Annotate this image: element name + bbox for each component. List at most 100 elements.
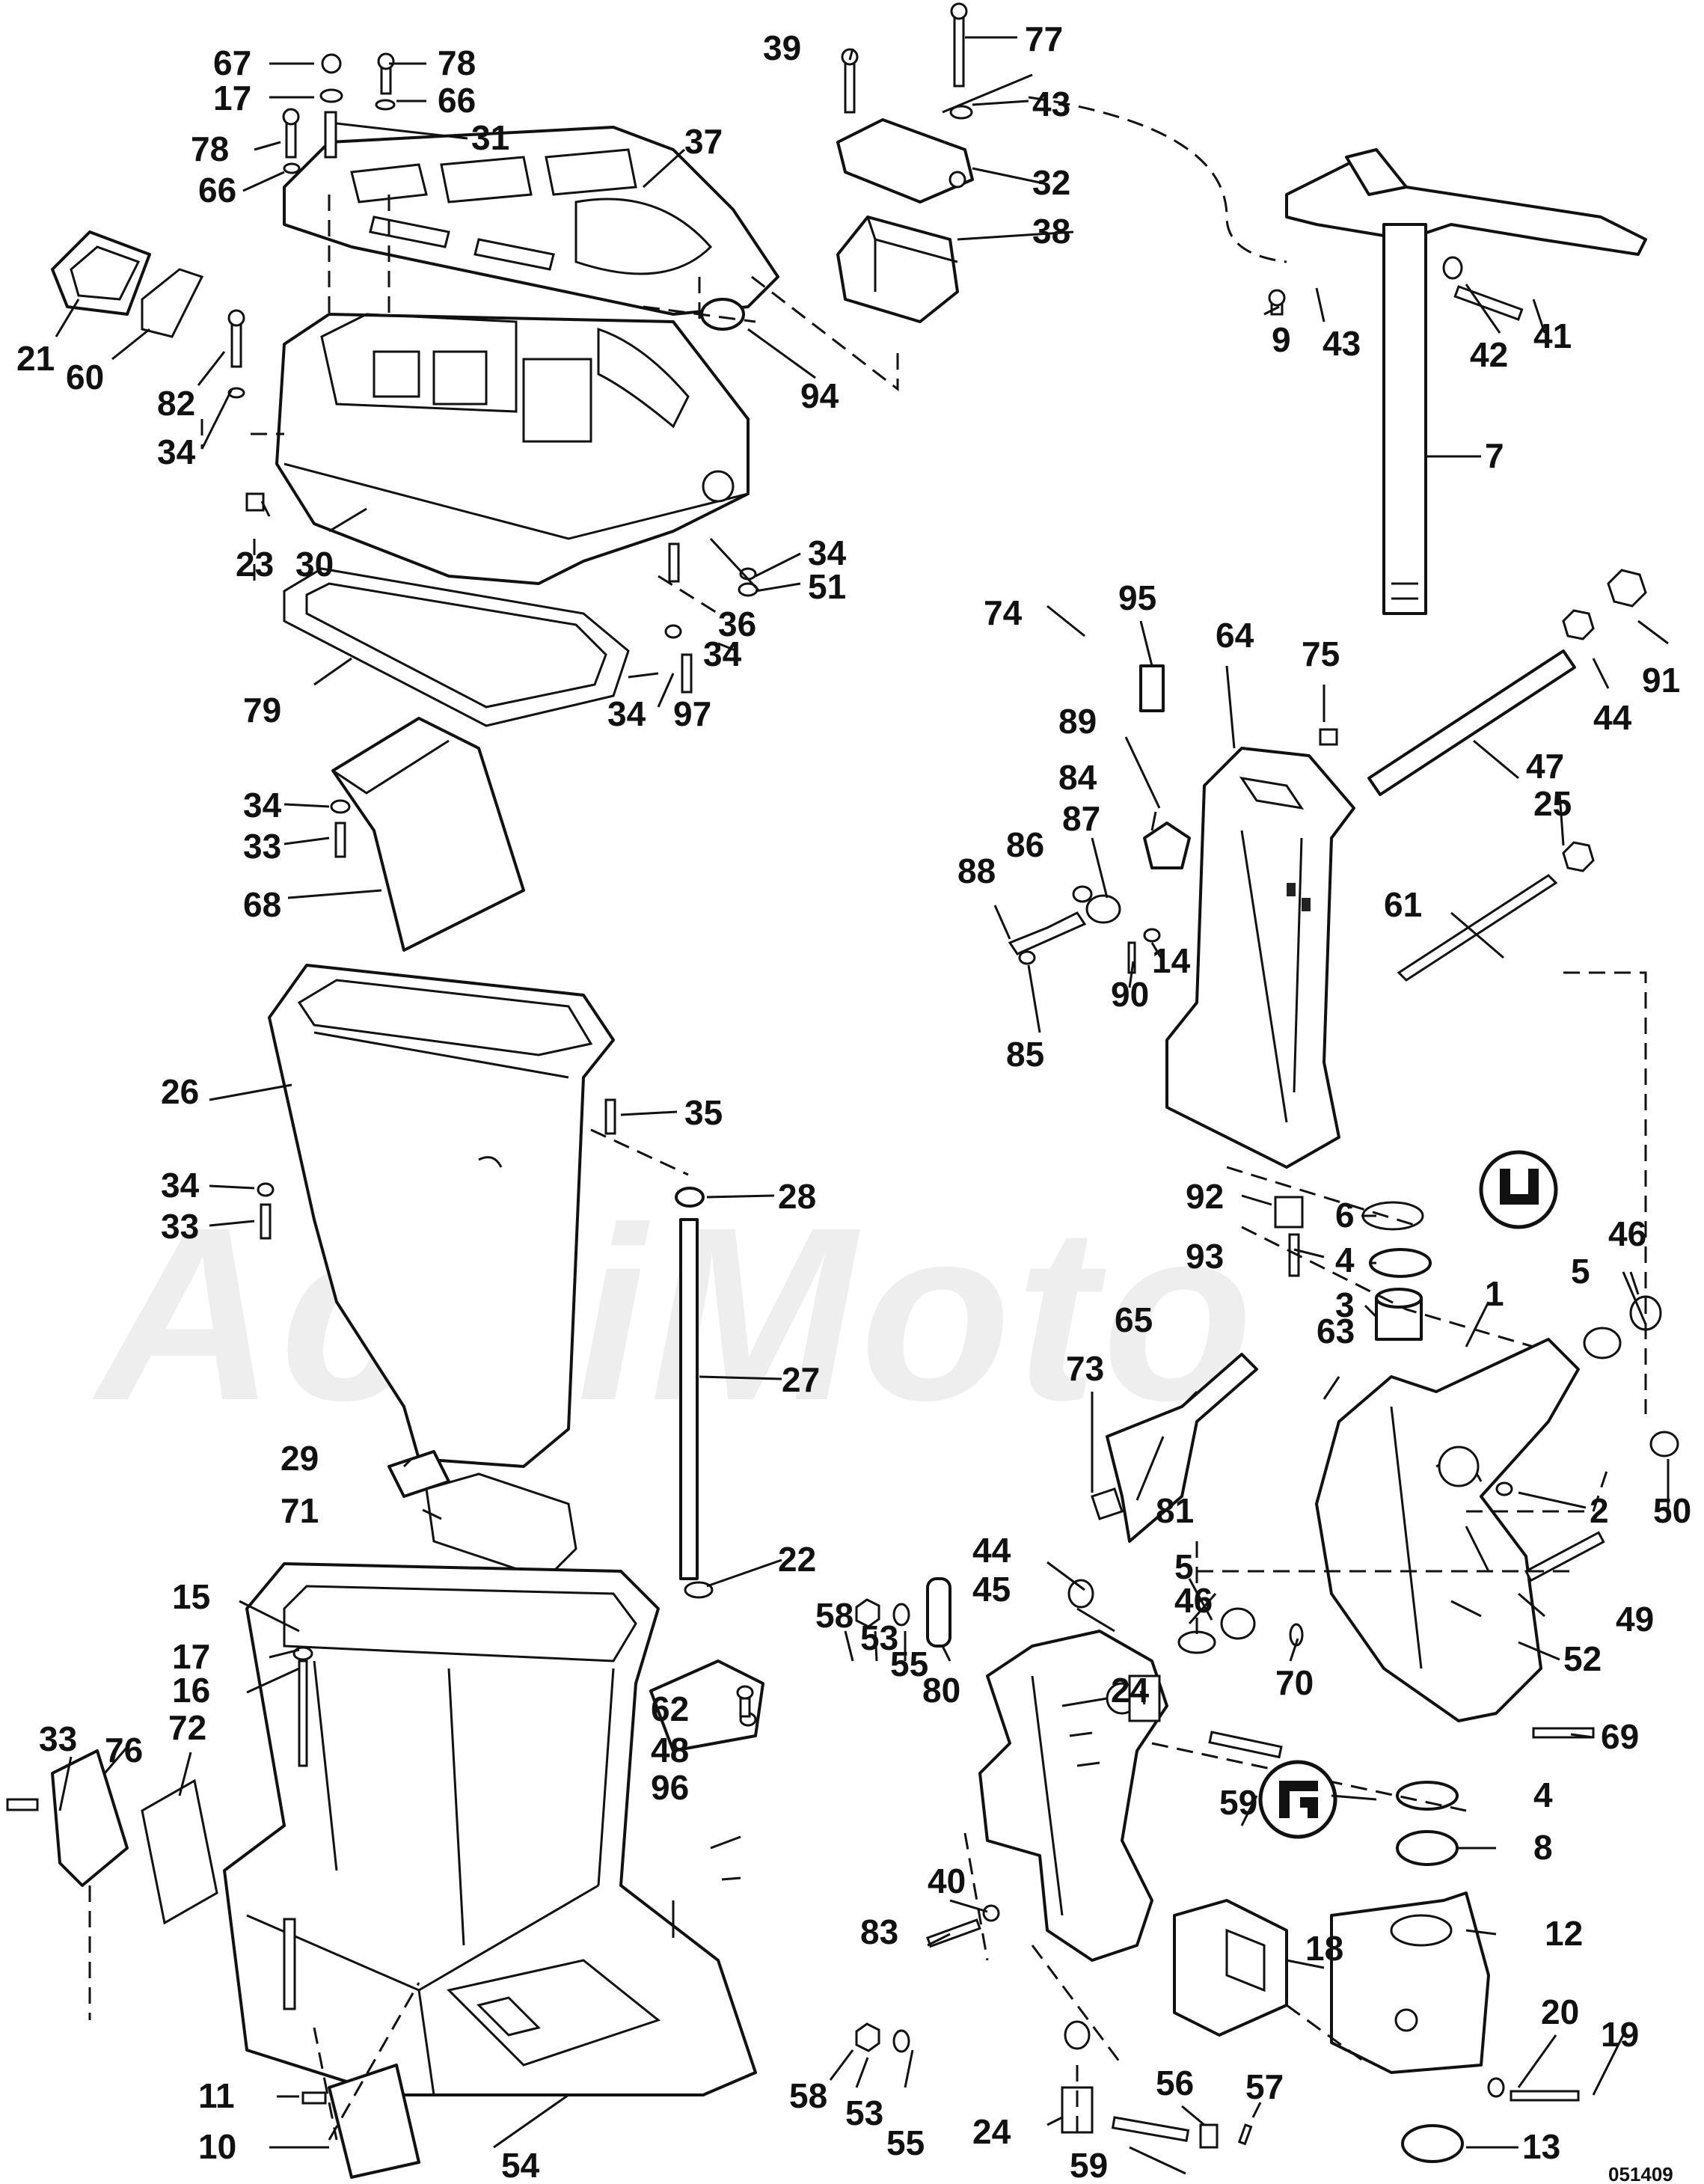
water-tube-27 bbox=[679, 1218, 699, 1580]
callout-22: 22 bbox=[778, 1540, 816, 1579]
bushing-4a bbox=[1369, 1248, 1432, 1278]
callout-68: 68 bbox=[243, 885, 281, 924]
callout-33-exhaust-plate: 33 bbox=[243, 827, 281, 866]
callout-56: 56 bbox=[1156, 2064, 1194, 2102]
callout-39: 39 bbox=[763, 28, 801, 67]
callout-81: 81 bbox=[1156, 1491, 1194, 1530]
plate-10 bbox=[328, 2064, 420, 2179]
gasket-60 bbox=[141, 268, 204, 338]
callout-leaders bbox=[55, 36, 1670, 2175]
nut-13 bbox=[1401, 2124, 1464, 2163]
callout-11: 11 bbox=[198, 2076, 235, 2115]
callout-60: 60 bbox=[66, 358, 104, 397]
callout-57: 57 bbox=[1245, 2067, 1284, 2106]
callout-27: 27 bbox=[782, 1360, 820, 1399]
callout-4-lower: 4 bbox=[1533, 1775, 1553, 1814]
callout-86: 86 bbox=[1006, 825, 1044, 864]
callout-17-lower: 17 bbox=[172, 1637, 210, 1676]
plate-24a bbox=[1128, 1674, 1161, 1722]
callout-76: 76 bbox=[105, 1731, 143, 1769]
grease-symbol-badge-lower bbox=[1258, 1760, 1337, 1839]
callout-13: 13 bbox=[1522, 2127, 1560, 2166]
callout-33-housing: 33 bbox=[161, 1207, 199, 1246]
grommet-22 bbox=[684, 1581, 714, 1599]
spring-86 bbox=[1085, 894, 1121, 924]
callout-55-upper: 55 bbox=[890, 1645, 928, 1683]
callout-54: 54 bbox=[501, 2146, 540, 2184]
bracket-32 bbox=[836, 118, 974, 204]
steering-arm-7 bbox=[1285, 156, 1647, 256]
callout-35: 35 bbox=[684, 1093, 723, 1132]
callout-75: 75 bbox=[1302, 634, 1340, 673]
callout-7: 7 bbox=[1485, 436, 1504, 475]
callout-31: 31 bbox=[471, 118, 509, 157]
adapter-gasket-37 bbox=[283, 126, 779, 316]
callout-14: 14 bbox=[1152, 941, 1191, 980]
grommet-94 bbox=[700, 298, 745, 331]
callout-41: 41 bbox=[1533, 316, 1572, 355]
drawing-number: 051409 bbox=[1608, 2163, 1673, 2184]
bushing-4b bbox=[1396, 1781, 1459, 1811]
callout-24-upper: 24 bbox=[1111, 1671, 1150, 1710]
callout-74: 74 bbox=[984, 593, 1023, 632]
callout-23: 23 bbox=[236, 545, 274, 584]
callout-47: 47 bbox=[1526, 747, 1564, 786]
callout-34-lower: 34 bbox=[607, 694, 646, 733]
clamp-bracket-12 bbox=[1330, 1891, 1490, 2074]
callout-34-exhaust-plate: 34 bbox=[243, 786, 282, 825]
callout-44-upper: 44 bbox=[1593, 698, 1632, 737]
callout-1: 1 bbox=[1485, 1274, 1504, 1313]
callout-84: 84 bbox=[1058, 758, 1097, 797]
callout-30: 30 bbox=[295, 545, 334, 584]
callout-46-center: 46 bbox=[1174, 1581, 1213, 1620]
callout-5-center: 5 bbox=[1174, 1547, 1194, 1586]
callout-52: 52 bbox=[1563, 1639, 1602, 1678]
callout-34-adapter: 34 bbox=[157, 432, 196, 471]
callout-67: 67 bbox=[213, 43, 251, 82]
callout-36: 36 bbox=[718, 605, 756, 643]
callout-64: 64 bbox=[1216, 616, 1254, 655]
callout-43-upper: 43 bbox=[1032, 85, 1070, 123]
callout-58-upper: 58 bbox=[815, 1596, 853, 1635]
callout-91: 91 bbox=[1642, 661, 1680, 700]
callout-20: 20 bbox=[1541, 1992, 1579, 2031]
callout-65: 65 bbox=[1115, 1300, 1153, 1339]
parts-artwork bbox=[6, 2, 1679, 2179]
callout-77: 77 bbox=[1025, 19, 1063, 58]
gasket-71 bbox=[425, 1472, 577, 1580]
callout-45: 45 bbox=[972, 1570, 1011, 1609]
callout-90: 90 bbox=[1111, 975, 1149, 1014]
callout-89: 89 bbox=[1058, 702, 1097, 741]
watermark: AchiMoto bbox=[90, 1175, 1257, 1452]
plunger-95 bbox=[1139, 664, 1165, 712]
callout-44-lower: 44 bbox=[972, 1531, 1011, 1570]
block-18 bbox=[1173, 1899, 1288, 2037]
callout-78-left: 78 bbox=[191, 129, 229, 168]
callout-32: 32 bbox=[1032, 163, 1070, 202]
callout-49: 49 bbox=[1616, 1600, 1654, 1639]
callout-34-housing: 34 bbox=[161, 1166, 200, 1205]
tilt-tube-47 bbox=[1367, 649, 1576, 796]
seal-21 bbox=[51, 230, 151, 316]
callout-97: 97 bbox=[673, 694, 711, 733]
callout-88: 88 bbox=[957, 851, 996, 890]
callout-62: 62 bbox=[651, 1689, 689, 1728]
gasket-72 bbox=[141, 1778, 218, 1925]
callout-87: 87 bbox=[1062, 799, 1100, 838]
callout-95: 95 bbox=[1118, 578, 1156, 617]
callout-71: 71 bbox=[281, 1491, 319, 1530]
callout-69: 69 bbox=[1601, 1717, 1639, 1756]
callout-5-right: 5 bbox=[1571, 1252, 1590, 1291]
callout-33-cover: 33 bbox=[39, 1719, 77, 1758]
callout-15: 15 bbox=[172, 1577, 210, 1616]
exhaust-plate-68 bbox=[331, 717, 525, 952]
callout-59-lower: 59 bbox=[1070, 2146, 1108, 2184]
callout-19: 19 bbox=[1601, 2015, 1639, 2054]
callout-94: 94 bbox=[800, 376, 839, 415]
callout-37: 37 bbox=[684, 122, 723, 161]
callout-6: 6 bbox=[1335, 1196, 1355, 1235]
plate-96 bbox=[649, 1660, 764, 1752]
callout-40: 40 bbox=[928, 1862, 966, 1900]
callout-80: 80 bbox=[922, 1671, 960, 1710]
grommet-28 bbox=[675, 1187, 705, 1208]
